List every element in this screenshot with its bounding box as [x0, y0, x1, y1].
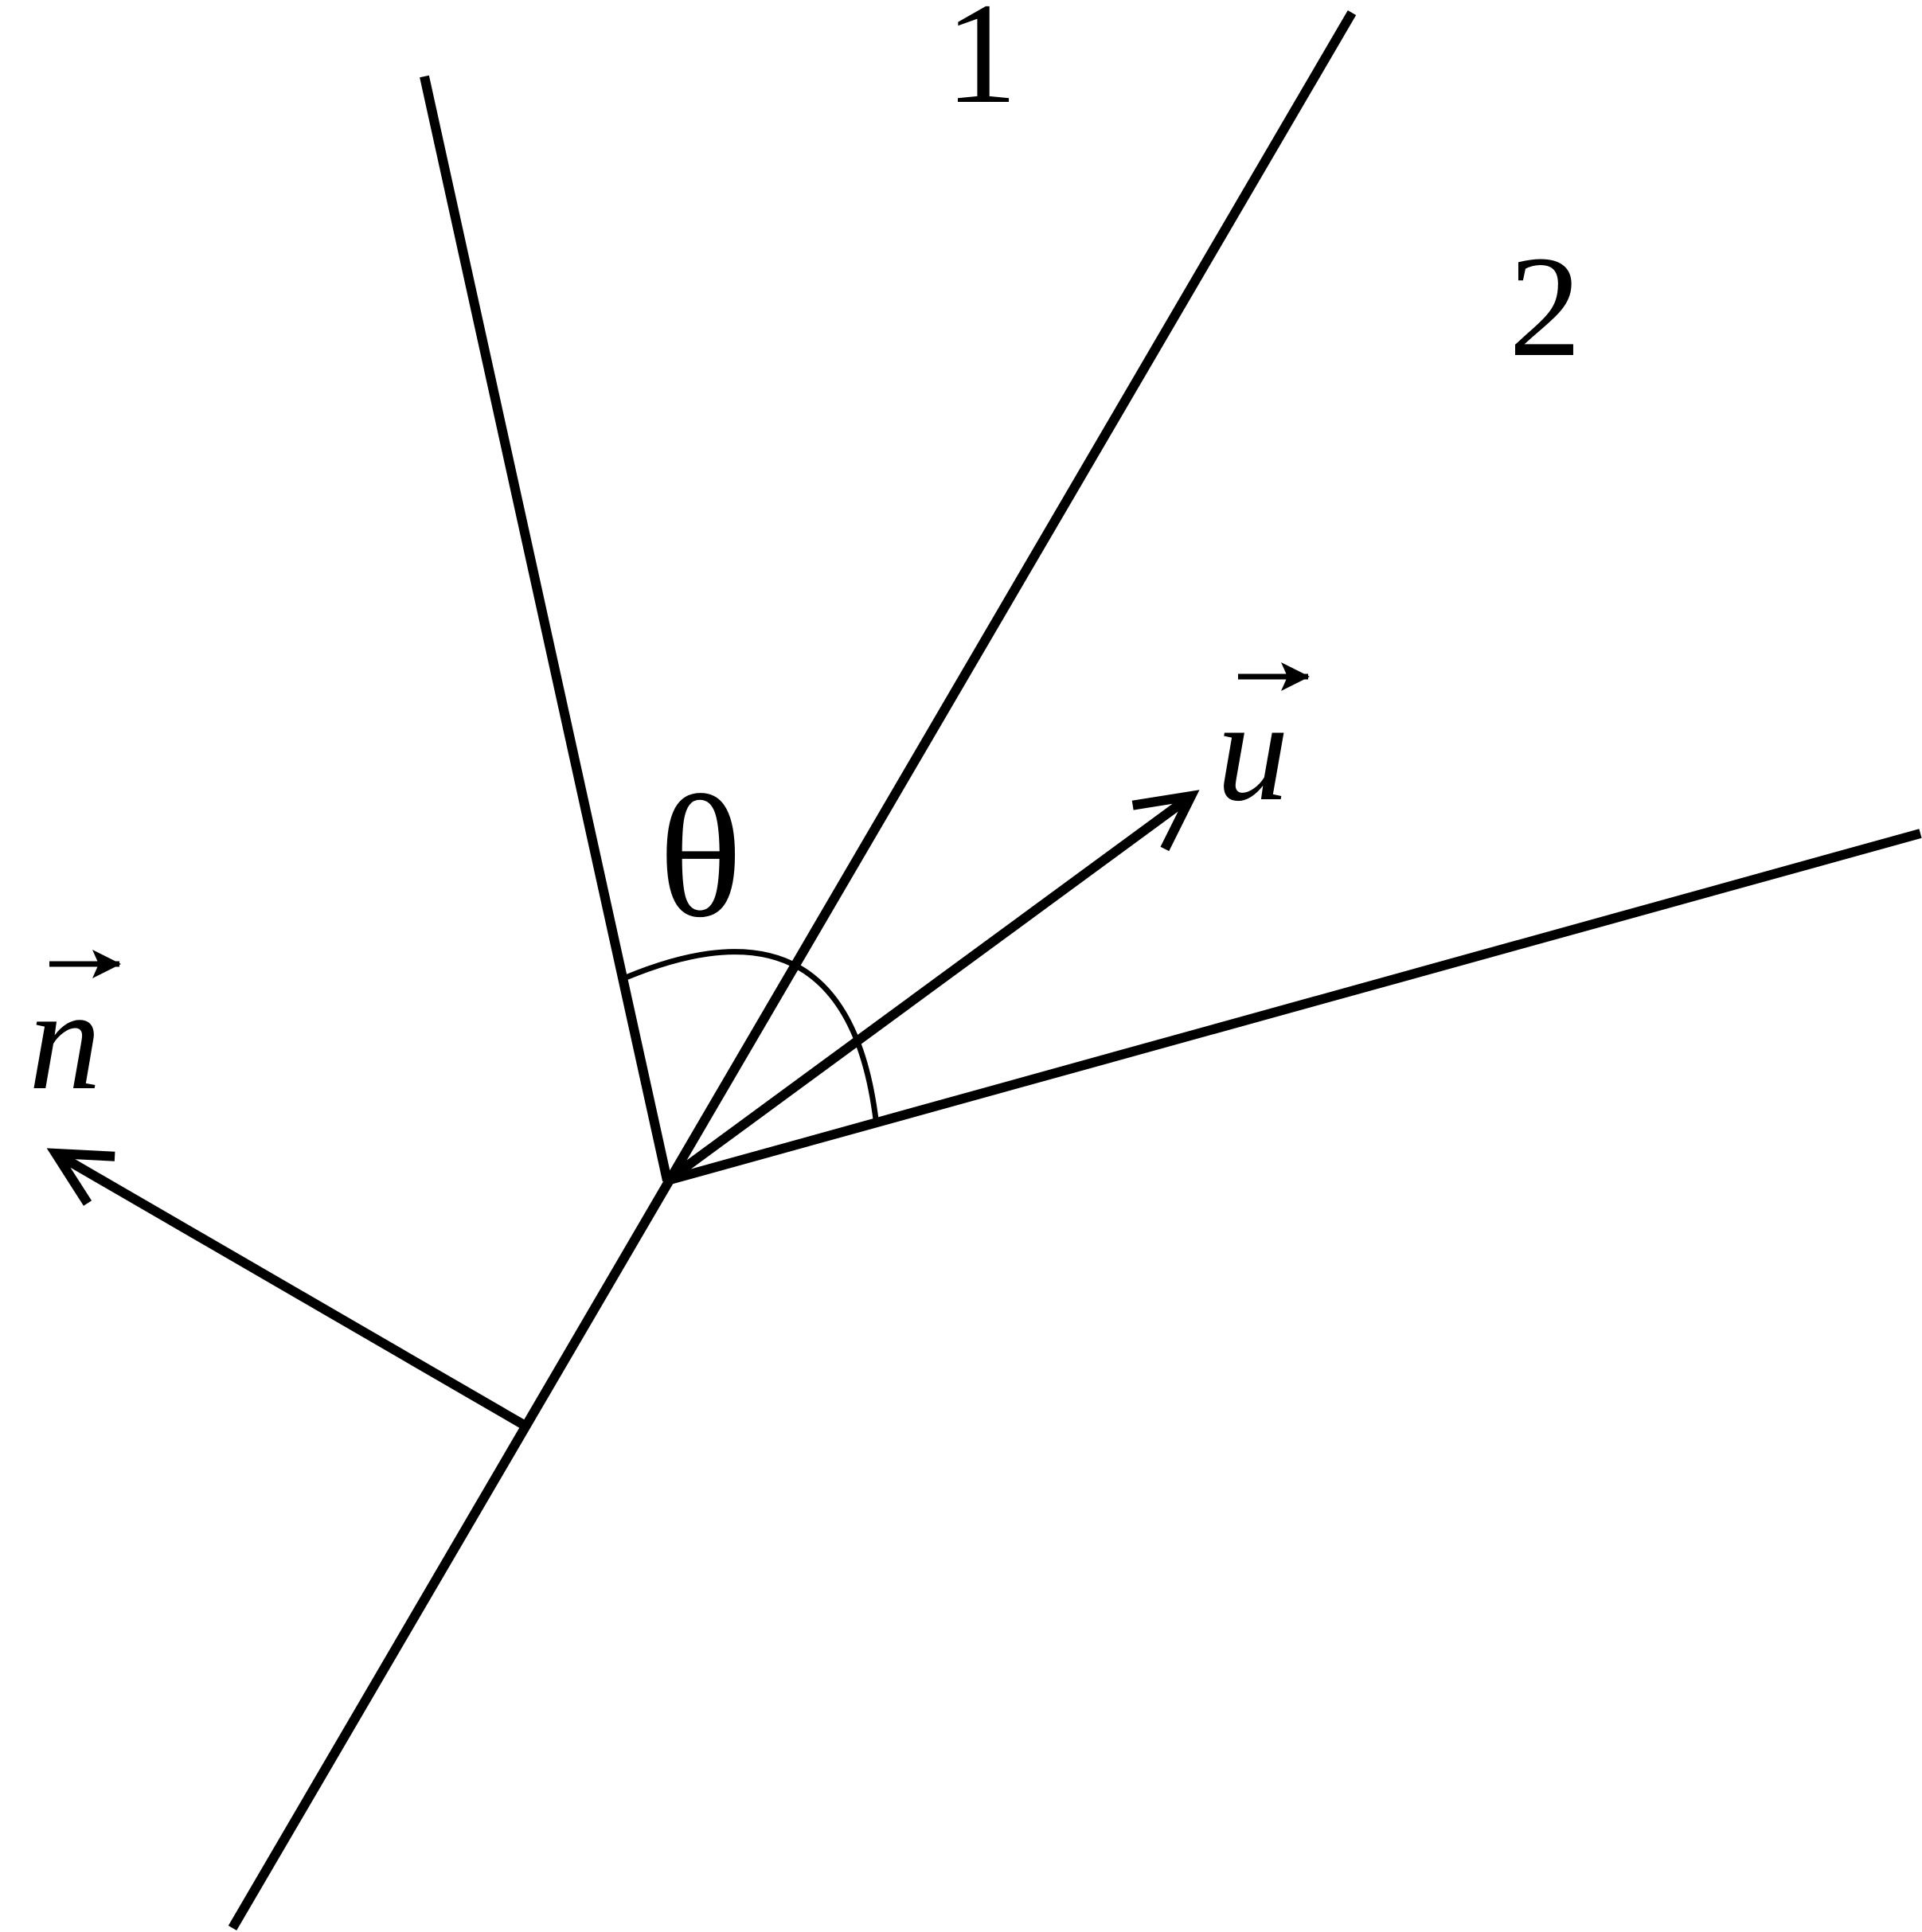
- vector-u-text: u: [1217, 671, 1289, 831]
- vector-n-arrow: [46, 1148, 527, 1430]
- angle-arc: [624, 949, 879, 1120]
- vector-n-text: n: [29, 960, 101, 1120]
- vector-n-label: n: [29, 950, 121, 1120]
- interface-line: [228, 10, 1357, 1931]
- angle-theta-label: θ: [658, 759, 742, 954]
- region-1-label: 1: [945, 0, 1018, 134]
- ray-right: [666, 829, 1922, 1185]
- ray-upper-left: [420, 75, 672, 1182]
- vector-u-arrow: [664, 790, 1200, 1185]
- vector-u-label: u: [1217, 662, 1310, 831]
- region-2-label: 2: [1509, 227, 1581, 387]
